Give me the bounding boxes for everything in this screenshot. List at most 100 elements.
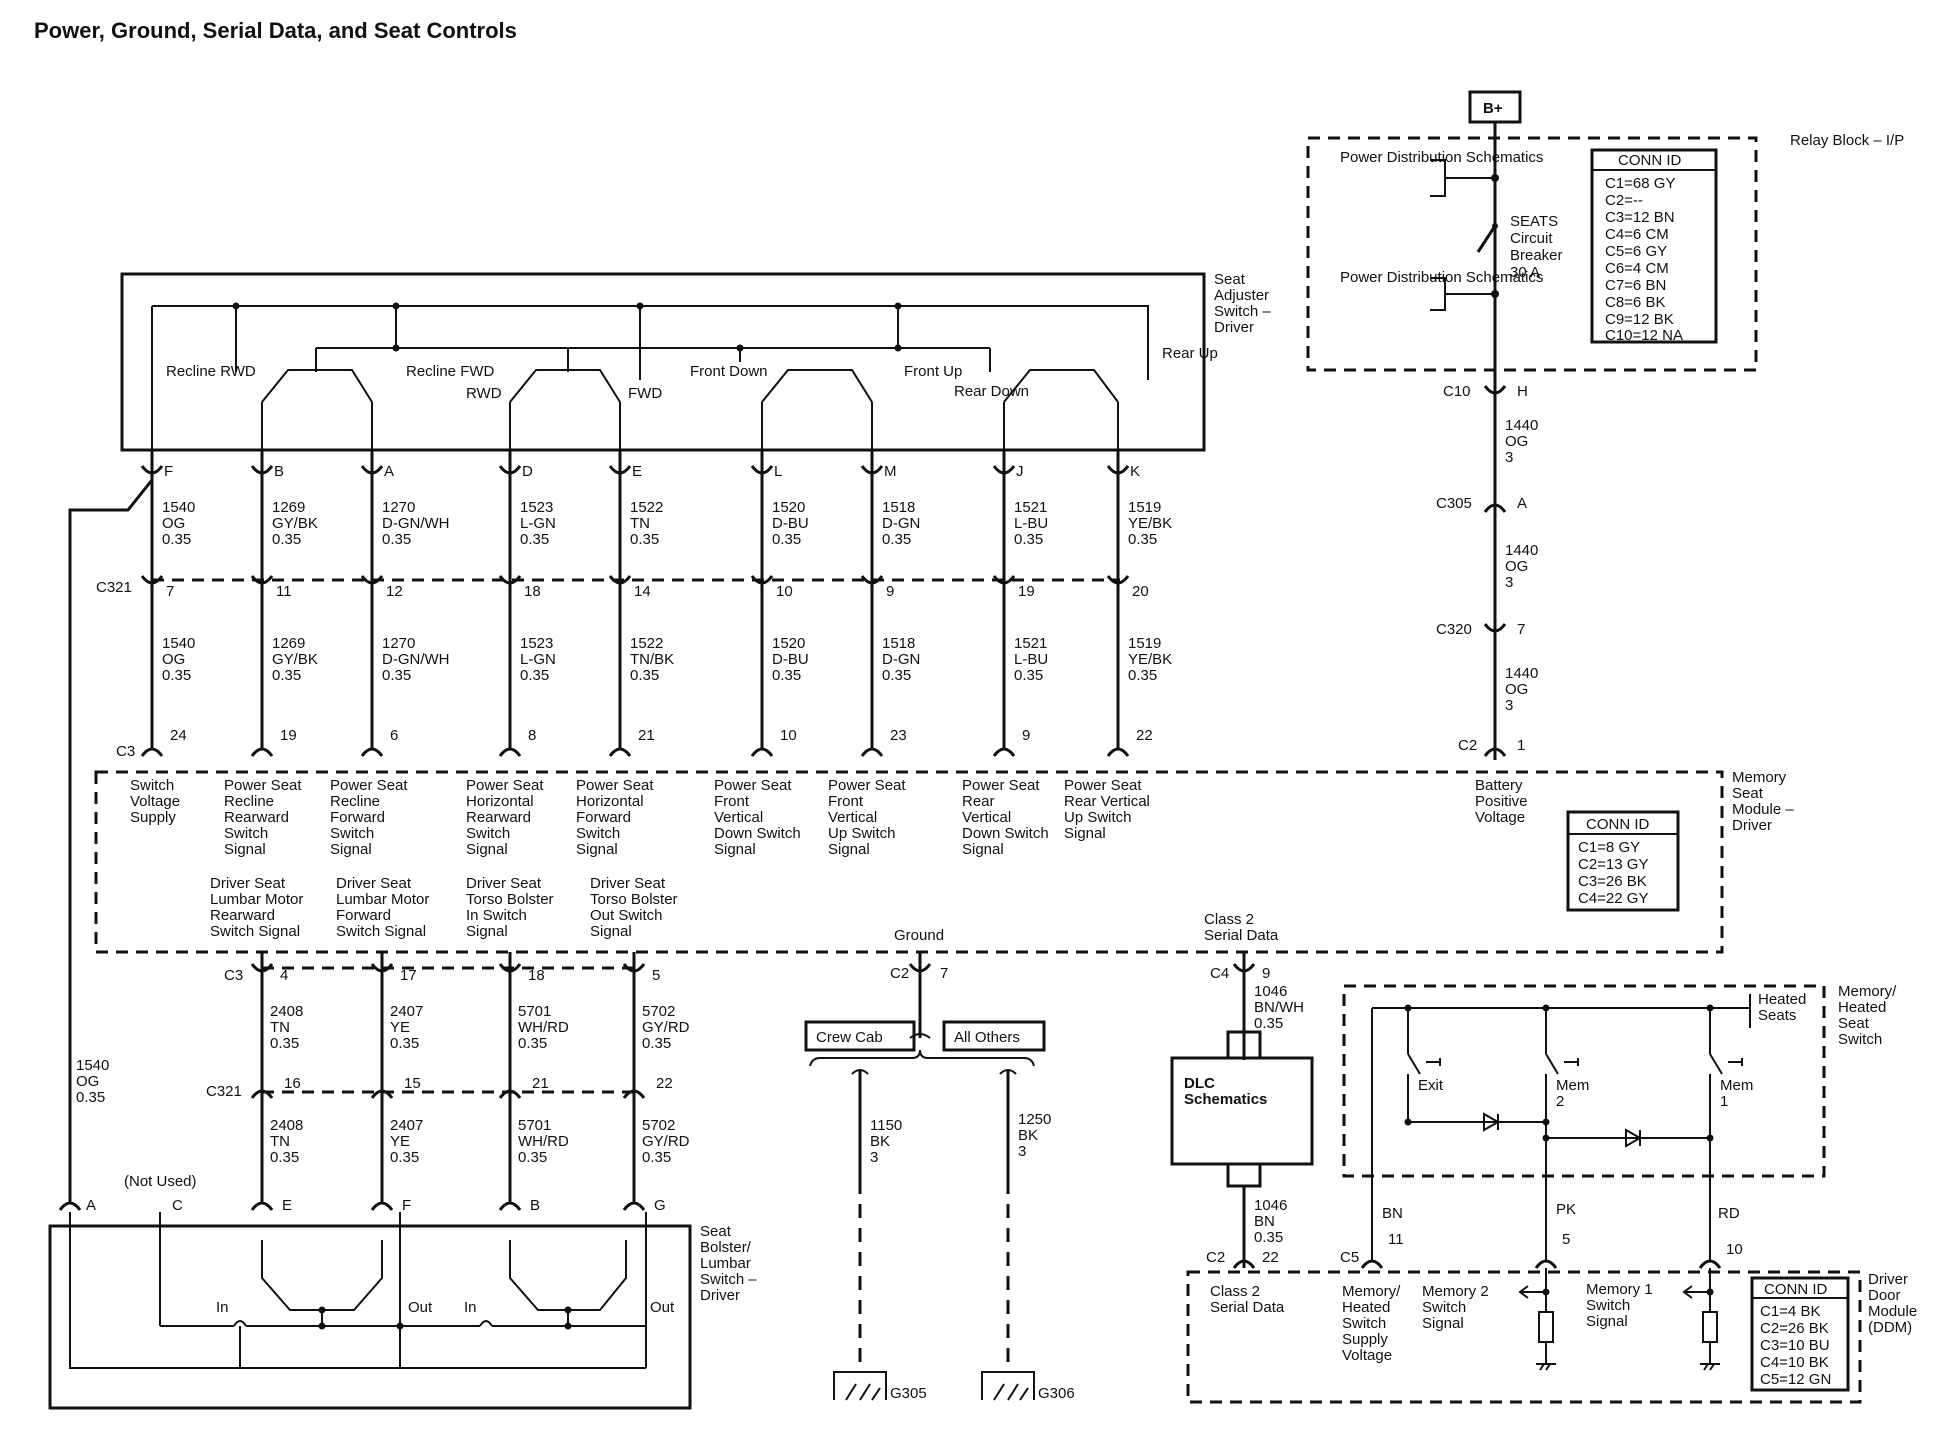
svg-text:WH/RD: WH/RD xyxy=(518,1133,569,1150)
svg-text:Voltage: Voltage xyxy=(1475,809,1525,826)
svg-text:Horizontal: Horizontal xyxy=(466,793,534,810)
svg-text:OG: OG xyxy=(162,515,185,532)
svg-text:Voltage: Voltage xyxy=(130,793,180,810)
svg-text:FWD: FWD xyxy=(628,385,662,402)
pin-label: A xyxy=(384,463,394,480)
svg-text:5701: 5701 xyxy=(518,1003,551,1020)
driver-door-module: Driver Door Module (DDM) Class 2 Serial … xyxy=(1186,1268,1917,1404)
svg-text:GY/RD: GY/RD xyxy=(642,1133,690,1150)
svg-text:0.35: 0.35 xyxy=(642,1149,671,1166)
svg-text:C4=10 BK: C4=10 BK xyxy=(1760,1354,1829,1371)
svg-text:Memory 2: Memory 2 xyxy=(1422,1283,1489,1300)
svg-text:In: In xyxy=(216,1299,229,1316)
svg-text:C3=12 BN: C3=12 BN xyxy=(1605,209,1675,226)
svg-text:Signal: Signal xyxy=(466,841,508,858)
svg-text:1523: 1523 xyxy=(520,635,553,652)
svg-text:Signal: Signal xyxy=(466,923,508,940)
supply-wire: 1540 OG 0.35 A xyxy=(58,479,154,1214)
svg-text:0.35: 0.35 xyxy=(1254,1229,1283,1246)
svg-text:Signal: Signal xyxy=(576,841,618,858)
svg-text:1270: 1270 xyxy=(382,499,415,516)
svg-text:TN: TN xyxy=(270,1019,290,1036)
svg-text:1269: 1269 xyxy=(272,499,305,516)
svg-text:0.35: 0.35 xyxy=(272,667,301,684)
svg-text:Signal: Signal xyxy=(962,841,1004,858)
svg-text:0.35: 0.35 xyxy=(382,667,411,684)
svg-text:YE/BK: YE/BK xyxy=(1128,651,1172,668)
svg-text:Vertical: Vertical xyxy=(828,809,877,826)
svg-text:Up Switch: Up Switch xyxy=(828,825,896,842)
function-label: Driver Seat xyxy=(590,875,666,892)
svg-text:Memory 1: Memory 1 xyxy=(1586,1281,1653,1298)
pin-label: J xyxy=(1016,463,1024,480)
svg-text:Out Switch: Out Switch xyxy=(590,907,663,924)
svg-text:In: In xyxy=(464,1299,477,1316)
svg-text:WH/RD: WH/RD xyxy=(518,1019,569,1036)
svg-text:1046: 1046 xyxy=(1254,1197,1287,1214)
svg-text:Voltage: Voltage xyxy=(1342,1347,1392,1364)
svg-text:Out: Out xyxy=(408,1299,433,1316)
svg-text:0.35: 0.35 xyxy=(642,1035,671,1052)
svg-text:Torso Bolster: Torso Bolster xyxy=(590,891,678,908)
svg-text:10: 10 xyxy=(776,583,793,600)
seat-circuits: F1540OG0.3571540OG0.3524SwitchVoltageSup… xyxy=(130,450,1172,858)
svg-text:C2: C2 xyxy=(1206,1249,1225,1266)
svg-text:14: 14 xyxy=(634,583,651,600)
svg-text:4: 4 xyxy=(280,967,288,984)
svg-text:11: 11 xyxy=(1388,1231,1404,1248)
pin-label: E xyxy=(282,1197,292,1214)
svg-text:L-BU: L-BU xyxy=(1014,651,1048,668)
g306-ground-symbol xyxy=(981,1371,1035,1401)
svg-text:C4=22 GY: C4=22 GY xyxy=(1578,890,1648,907)
svg-text:0.35: 0.35 xyxy=(1128,531,1157,548)
pin-label: D xyxy=(522,463,533,480)
svg-text:Adjuster: Adjuster xyxy=(1214,287,1269,304)
g305-ground-symbol xyxy=(833,1371,887,1401)
bolster-switch-outline xyxy=(48,1224,692,1410)
svg-text:0.35: 0.35 xyxy=(382,531,411,548)
svg-text:BK: BK xyxy=(870,1133,890,1150)
svg-text:Driver: Driver xyxy=(1868,1271,1908,1288)
pin-label: E xyxy=(632,463,642,480)
svg-text:1150: 1150 xyxy=(870,1117,902,1134)
svg-text:YE: YE xyxy=(390,1019,410,1036)
svg-text:Seat: Seat xyxy=(700,1223,732,1240)
svg-text:Down Switch: Down Switch xyxy=(962,825,1049,842)
svg-text:0.35: 0.35 xyxy=(76,1089,105,1106)
bolster-lumbar-switch: Seat Bolster/ Lumbar Switch – Driver (No… xyxy=(48,1173,757,1410)
svg-text:OG: OG xyxy=(1505,558,1528,575)
pin-label: L xyxy=(774,463,782,480)
relay-conn-table xyxy=(1590,148,1718,344)
all-others-box xyxy=(942,1020,1046,1052)
svg-text:10: 10 xyxy=(1726,1241,1743,1258)
serial-data-circuit: Class 2 Serial Data C4 9 1046 BN/WH 0.35… xyxy=(1170,911,1314,1269)
svg-text:2407: 2407 xyxy=(390,1117,423,1134)
svg-text:2408: 2408 xyxy=(270,1003,303,1020)
svg-text:GY/BK: GY/BK xyxy=(272,515,318,532)
c3-label-top: C3 xyxy=(116,743,135,760)
svg-text:G305: G305 xyxy=(890,1385,927,1402)
svg-text:Driver: Driver xyxy=(1214,319,1254,336)
svg-text:10: 10 xyxy=(780,727,797,744)
memory-module-outline xyxy=(94,770,1724,954)
svg-text:C4=6 CM: C4=6 CM xyxy=(1605,226,1669,243)
svg-text:BN/WH: BN/WH xyxy=(1254,999,1304,1016)
svg-text:1540: 1540 xyxy=(162,499,195,516)
svg-text:Front Down: Front Down xyxy=(690,363,768,380)
svg-text:Switch Signal: Switch Signal xyxy=(210,923,300,940)
svg-text:C305: C305 xyxy=(1436,495,1472,512)
svg-text:C3=26 BK: C3=26 BK xyxy=(1578,873,1647,890)
pin-label: B xyxy=(274,463,284,480)
svg-text:Lumbar: Lumbar xyxy=(700,1255,751,1272)
svg-text:Breaker: Breaker xyxy=(1510,247,1563,264)
svg-text:0.35: 0.35 xyxy=(520,667,549,684)
svg-text:9: 9 xyxy=(1262,965,1270,982)
memory-heated-seat-switch: Memory/ Heated Seat Switch Heated Seats … xyxy=(1340,983,1897,1269)
svg-text:Crew Cab: Crew Cab xyxy=(816,1029,883,1046)
svg-text:1521: 1521 xyxy=(1014,635,1047,652)
svg-text:0.35: 0.35 xyxy=(270,1149,299,1166)
